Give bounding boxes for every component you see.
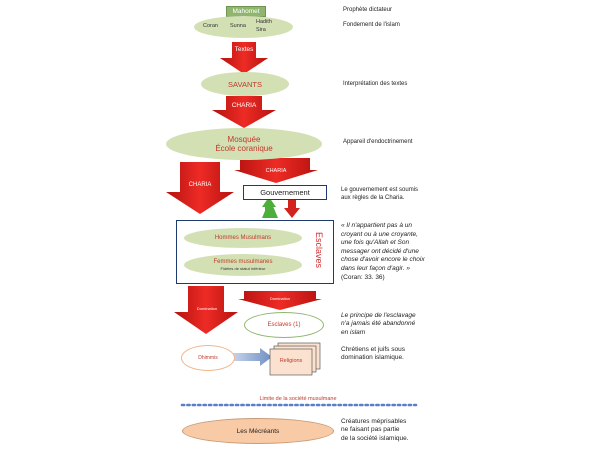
source-coran: Coran xyxy=(203,23,218,29)
source-hadith: Hadith xyxy=(256,19,272,25)
femmes-label: Femmes musulmanes xyxy=(213,259,273,265)
mosquee-label: Mosquée xyxy=(227,135,261,144)
arrow-down-red-small xyxy=(284,208,300,218)
arrow-charia-left xyxy=(166,162,234,214)
sources-ellipse: Coran Sunna Hadith Sira xyxy=(194,16,293,38)
note-gouvernement: Le gouvernement est soumis aux règles de… xyxy=(341,187,419,201)
limite-label: Limite de la société musulmane xyxy=(259,396,337,402)
hommes-label: Hommes Musulmans xyxy=(214,235,272,241)
note-prophete: Prophète dictateur xyxy=(343,7,393,13)
note-appareil: Appareil d'endoctrinement xyxy=(343,139,413,145)
arrow-textes xyxy=(220,42,268,74)
religions-document xyxy=(269,348,313,376)
note-quote: « Il n'appartient pas à un croyant ou à … xyxy=(341,222,425,281)
esclaves-vertical-label: Esclaves xyxy=(314,231,324,268)
mecreants-ellipse: Les Mécréants xyxy=(182,418,334,444)
note-esclavage: Le principe de l'esclavage n'a jamais ét… xyxy=(341,312,416,336)
arrow-domination-left xyxy=(174,286,238,334)
note-fondement: Fondement de l'islam xyxy=(343,22,400,28)
arrow-charia-right xyxy=(234,158,318,183)
arrow-dhimmis-religions xyxy=(232,348,272,366)
esclaves-label: Esclaves (1) xyxy=(267,322,301,328)
source-sira: Sira xyxy=(256,27,266,33)
savants-ellipse: SAVANTS xyxy=(201,72,289,96)
mecreants-label: Les Mécréants xyxy=(236,427,280,435)
femmes-sub-label: Fidèles de statut inférieur xyxy=(220,266,266,271)
mahomet-label: Mahomet xyxy=(232,8,260,15)
source-sunna: Sunna xyxy=(230,23,246,29)
religions-label: Religions xyxy=(279,358,303,364)
arrow-charia-main xyxy=(212,96,276,128)
femmes-ellipse: Femmes musulmanes Fidèles de statut infé… xyxy=(184,254,302,276)
savants-label: SAVANTS xyxy=(228,79,262,89)
mosquee-ellipse: Mosquée École coranique xyxy=(166,128,322,160)
note-creatures: Créatures méprisables ne faisant pas par… xyxy=(341,418,409,442)
esclaves-ellipse: Esclaves (1) xyxy=(244,312,324,338)
note-interpretation: Interprétation des textes xyxy=(343,81,408,87)
arrow-domination-right xyxy=(238,291,322,310)
gouvernement-box: Gouvernement xyxy=(243,185,327,200)
hommes-ellipse: Hommes Musulmans xyxy=(184,228,302,248)
dhimmis-ellipse: Dhimmis xyxy=(181,345,235,371)
note-chretiens: Chrétiens et juifs sous domination islam… xyxy=(341,346,405,362)
dhimmis-label: Dhimmis xyxy=(198,355,218,361)
gouvernement-label: Gouvernement xyxy=(260,188,310,197)
ecole-label: École coranique xyxy=(215,144,273,153)
